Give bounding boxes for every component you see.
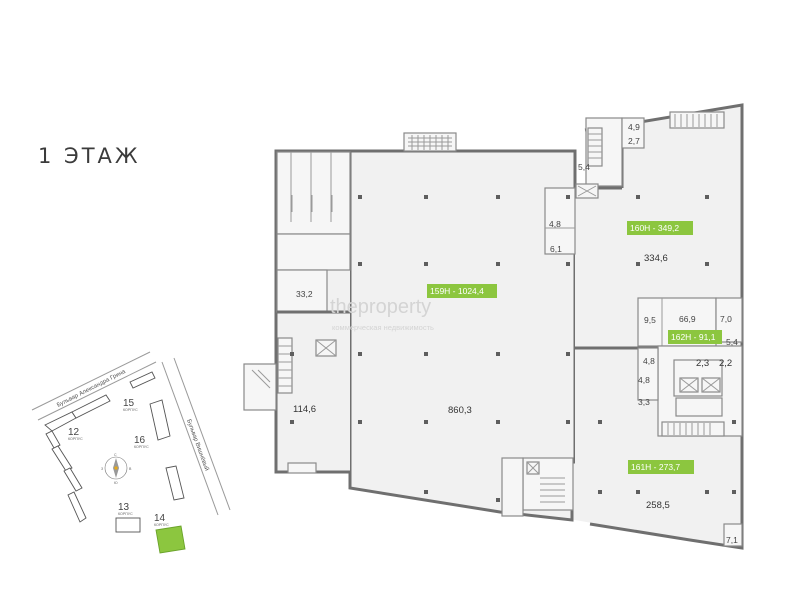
stair-top-steps [408, 135, 452, 150]
area-label: 2,3 [696, 358, 709, 369]
floor-title: 1 ЭТАЖ [38, 144, 141, 168]
svg-text:С: С [114, 453, 117, 457]
area-label: 7,1 [726, 535, 738, 545]
area-label: 2,2 [719, 358, 732, 369]
tag-159h[interactable]: 159Н - 1024,4 [427, 284, 497, 298]
entrance-porch-left [243, 363, 277, 411]
area-label: 2,7 [628, 136, 640, 146]
area-label: 4,8 [643, 356, 655, 366]
svg-text:КОРПУС: КОРПУС [134, 445, 149, 449]
area-label: 6,1 [550, 244, 562, 254]
svg-text:КОРПУС: КОРПУС [118, 512, 133, 516]
building-14-highlighted[interactable] [155, 525, 186, 554]
compass-icon: С Ю З В [101, 453, 132, 485]
area-label: 33,2 [296, 289, 313, 299]
building-15[interactable] [129, 371, 156, 389]
svg-text:12: 12 [68, 427, 80, 438]
area-label: 9,5 [644, 315, 656, 325]
svg-text:160Н - 349,2: 160Н - 349,2 [630, 223, 679, 233]
room-mid-left [276, 233, 351, 271]
columns [290, 195, 736, 502]
area-label: 4,9 [628, 122, 640, 132]
svg-text:15: 15 [123, 398, 135, 409]
svg-text:З: З [101, 467, 103, 471]
svg-text:КОРПУС: КОРПУС [68, 437, 83, 441]
svg-text:14: 14 [154, 513, 166, 524]
room-33-2 [276, 269, 328, 313]
area-label: 4,8 [549, 219, 561, 229]
svg-text:КОРПУС: КОРПУС [154, 523, 169, 527]
area-label: 3,3 [638, 397, 650, 407]
svg-text:В: В [129, 467, 132, 471]
area-label: 114,6 [293, 404, 316, 415]
area-label: 860,3 [448, 405, 472, 416]
site-plan: Бульвар Александра Грина Бульвар Вишнёвы… [31, 351, 231, 554]
stair-left [277, 337, 293, 394]
watermark-subtitle: коммерческая недвижимость [332, 323, 434, 332]
area-label: 66,9 [679, 314, 696, 324]
svg-text:Ю: Ю [114, 481, 118, 485]
watermark: theproperty [330, 296, 431, 318]
tag-161h[interactable]: 161Н - 273,7 [628, 460, 694, 474]
svg-text:КОРПУС: КОРПУС [123, 408, 138, 412]
building-13[interactable] [115, 517, 141, 533]
svg-text:162Н - 91,1: 162Н - 91,1 [671, 332, 716, 342]
svg-text:159Н - 1024,4: 159Н - 1024,4 [430, 286, 484, 296]
area-label: 5,4 [726, 337, 738, 347]
area-label: 334,6 [644, 253, 668, 264]
loading-bay-lines [290, 152, 333, 222]
loading-bays [276, 151, 351, 235]
svg-text:161Н - 273,7: 161Н - 273,7 [631, 462, 680, 472]
area-label: 5,4 [578, 162, 590, 172]
area-label: 4,8 [638, 375, 650, 385]
area-label: 258,5 [646, 500, 670, 511]
tag-160h[interactable]: 160Н - 349,2 [627, 221, 693, 235]
svg-text:16: 16 [134, 435, 146, 446]
building-16[interactable] [149, 399, 171, 441]
tag-162h[interactable]: 162Н - 91,1 [668, 330, 722, 344]
svg-text:13: 13 [118, 502, 130, 513]
stair-top-right [669, 111, 725, 129]
area-label: 7,0 [720, 314, 732, 324]
